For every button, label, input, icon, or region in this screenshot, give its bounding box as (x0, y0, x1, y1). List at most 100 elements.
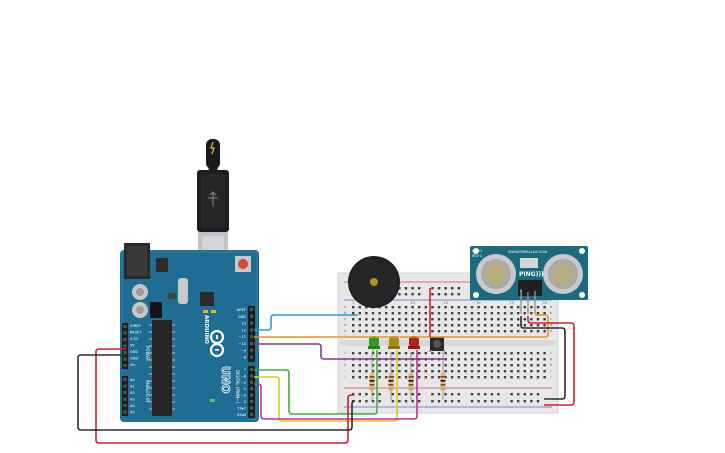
breadboard-hole[interactable] (365, 370, 368, 373)
breadboard-hole[interactable] (385, 352, 388, 355)
breadboard-hole[interactable] (457, 318, 460, 321)
rail-hole[interactable] (457, 287, 460, 290)
rail-hole[interactable] (404, 287, 408, 290)
breadboard-hole[interactable] (530, 318, 533, 321)
breadboard-hole[interactable] (543, 364, 546, 367)
breadboard-hole[interactable] (517, 306, 520, 309)
breadboard-hole[interactable] (490, 318, 493, 321)
breadboard-hole[interactable] (371, 324, 375, 327)
rail-hole[interactable] (490, 400, 493, 403)
rail-hole[interactable] (470, 400, 474, 403)
breadboard-hole[interactable] (451, 324, 454, 327)
breadboard-hole[interactable] (451, 352, 454, 355)
breadboard-hole[interactable] (484, 324, 487, 327)
breadboard-hole[interactable] (451, 306, 454, 309)
rail-hole[interactable] (523, 393, 526, 396)
breadboard-hole[interactable] (477, 330, 480, 333)
breadboard-hole[interactable] (451, 330, 454, 333)
rail-hole[interactable] (418, 400, 421, 403)
breadboard-hole[interactable] (523, 312, 526, 315)
push-button[interactable] (429, 336, 445, 352)
breadboard-hole[interactable] (437, 376, 441, 379)
rail-hole[interactable] (398, 393, 401, 396)
breadboard-hole[interactable] (464, 312, 467, 315)
breadboard-hole[interactable] (543, 376, 546, 379)
breadboard-hole[interactable] (536, 358, 540, 361)
breadboard-hole[interactable] (444, 364, 447, 367)
breadboard-hole[interactable] (510, 352, 513, 355)
breadboard-hole[interactable] (477, 306, 480, 309)
breadboard-hole[interactable] (418, 364, 421, 367)
breadboard-hole[interactable] (470, 312, 474, 315)
breadboard-hole[interactable] (517, 352, 520, 355)
breadboard-hole[interactable] (391, 370, 394, 373)
breadboard-hole[interactable] (503, 364, 507, 367)
breadboard-hole[interactable] (444, 330, 447, 333)
breadboard-hole[interactable] (424, 306, 427, 309)
breadboard-hole[interactable] (510, 358, 513, 361)
breadboard-hole[interactable] (490, 330, 493, 333)
rail-hole[interactable] (411, 393, 414, 396)
breadboard-hole[interactable] (385, 370, 388, 373)
breadboard-hole[interactable] (457, 312, 460, 315)
breadboard-hole[interactable] (404, 370, 408, 373)
breadboard-hole[interactable] (510, 306, 513, 309)
breadboard-hole[interactable] (484, 376, 487, 379)
breadboard-hole[interactable] (517, 364, 520, 367)
rail-hole[interactable] (497, 400, 500, 403)
breadboard-hole[interactable] (437, 364, 441, 367)
wire-purple[interactable] (254, 343, 444, 360)
breadboard-hole[interactable] (470, 318, 474, 321)
breadboard-hole[interactable] (503, 306, 507, 309)
wire-yellow[interactable] (254, 350, 398, 422)
breadboard-hole[interactable] (431, 318, 434, 321)
breadboard-hole[interactable] (536, 330, 540, 333)
breadboard-hole[interactable] (530, 376, 533, 379)
breadboard-hole[interactable] (371, 364, 375, 367)
breadboard-hole[interactable] (391, 352, 394, 355)
breadboard-hole[interactable] (365, 318, 368, 321)
breadboard-hole[interactable] (451, 358, 454, 361)
wire-green[interactable] (254, 350, 378, 415)
breadboard-hole[interactable] (484, 330, 487, 333)
breadboard-hole[interactable] (543, 358, 546, 361)
breadboard-hole[interactable] (503, 352, 507, 355)
breadboard-hole[interactable] (391, 306, 394, 309)
breadboard-hole[interactable] (497, 312, 500, 315)
rail-hole[interactable] (437, 400, 441, 403)
breadboard-hole[interactable] (477, 370, 480, 373)
breadboard-hole[interactable] (477, 364, 480, 367)
breadboard-hole[interactable] (457, 324, 460, 327)
breadboard-hole[interactable] (424, 352, 427, 355)
rail-hole[interactable] (490, 393, 493, 396)
rail-hole[interactable] (536, 400, 540, 403)
breadboard-hole[interactable] (437, 352, 441, 355)
breadboard-hole[interactable] (464, 364, 467, 367)
breadboard-hole[interactable] (398, 318, 401, 321)
breadboard-hole[interactable] (503, 376, 507, 379)
breadboard-hole[interactable] (444, 358, 447, 361)
breadboard-hole[interactable] (404, 306, 408, 309)
breadboard-hole[interactable] (391, 312, 394, 315)
breadboard-hole[interactable] (543, 312, 546, 315)
wire-orange[interactable] (254, 314, 549, 338)
breadboard-hole[interactable] (365, 364, 368, 367)
breadboard-hole[interactable] (424, 376, 427, 379)
breadboard-hole[interactable] (503, 312, 507, 315)
breadboard-hole[interactable] (523, 370, 526, 373)
rail-hole[interactable] (418, 293, 421, 296)
breadboard-hole[interactable] (411, 318, 414, 321)
rail-hole[interactable] (470, 393, 474, 396)
breadboard-hole[interactable] (378, 370, 381, 373)
breadboard-hole[interactable] (484, 370, 487, 373)
breadboard-hole[interactable] (444, 324, 447, 327)
wire-black-sensor-gnd[interactable] (520, 316, 566, 400)
breadboard-hole[interactable] (530, 324, 533, 327)
breadboard-hole[interactable] (385, 364, 388, 367)
breadboard-hole[interactable] (391, 330, 394, 333)
breadboard-hole[interactable] (536, 318, 540, 321)
rail-hole[interactable] (510, 393, 513, 396)
rail-hole[interactable] (378, 400, 381, 403)
breadboard-hole[interactable] (477, 312, 480, 315)
breadboard-hole[interactable] (497, 364, 500, 367)
